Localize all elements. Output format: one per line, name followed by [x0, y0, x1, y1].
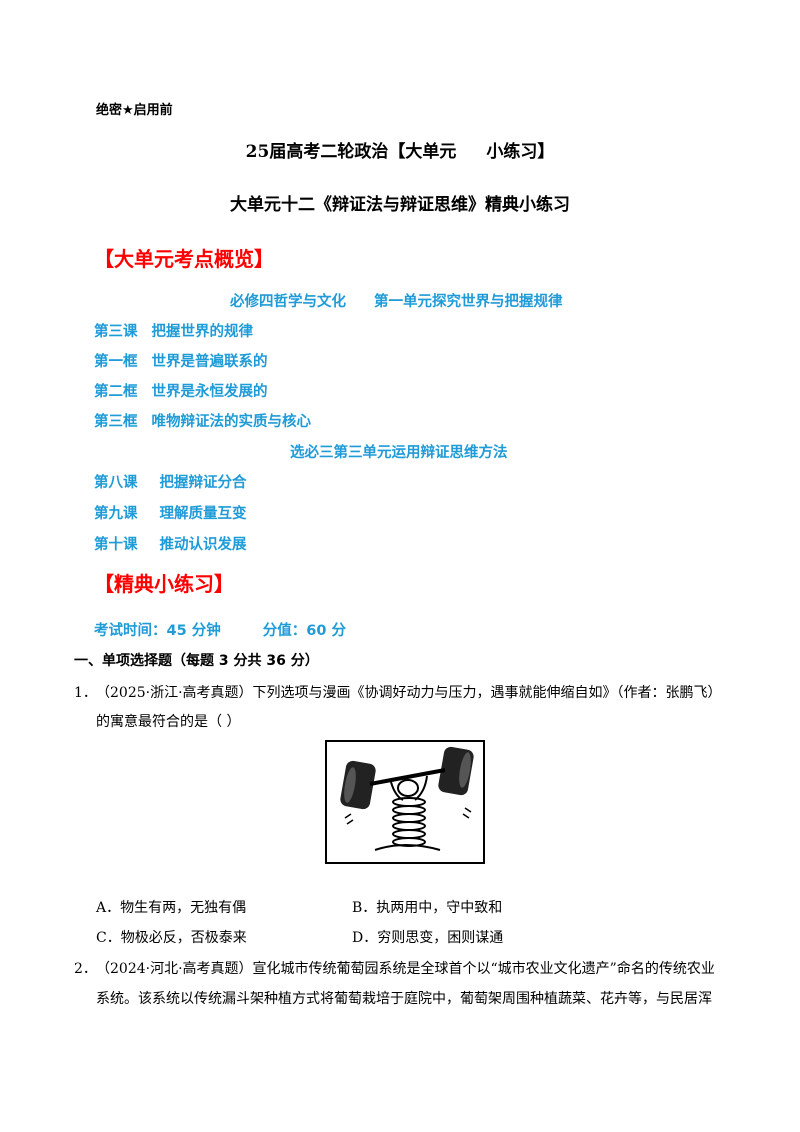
lesson-10: 第十课 推动认识发展	[94, 533, 247, 554]
lesson-3: 第三课把握世界的规律	[94, 320, 253, 341]
lesson-number: 第三课	[94, 324, 138, 340]
lesson-number: 第九课	[94, 506, 138, 522]
lesson-name: 把握辩证分合	[159, 475, 247, 491]
lesson-number: 第八课	[94, 475, 138, 491]
document-title: 25届高考二轮政治【大单元 小练习】	[0, 137, 800, 162]
exam-info: 考试时间：45 分钟 分值：60 分	[94, 619, 346, 640]
lesson-number: 第十课	[94, 537, 138, 553]
lesson-name: 理解质量互变	[159, 506, 247, 522]
module2-heading: 选必三第三单元运用辩证思维方法	[290, 445, 508, 461]
frame-number: 第三框	[94, 414, 138, 430]
secret-label: 绝密★启用前	[96, 103, 173, 118]
module1-unit: 第一单元探究世界与把握规律	[374, 294, 563, 310]
lesson-name: 把握世界的规律	[151, 324, 254, 340]
exam-time: 考试时间：45 分钟	[94, 623, 221, 639]
question-1-line2: 的寓意最符合的是（ ）	[96, 714, 241, 730]
document-subtitle: 大单元十二《辩证法与辩证思维》精典小练习	[230, 195, 570, 215]
question-2-number: 2．	[74, 961, 97, 977]
question-1-number: 1．	[74, 685, 97, 701]
lesson-9: 第九课 理解质量互变	[94, 502, 247, 523]
option-a: A．物生有两，无独有偶	[96, 900, 247, 916]
module1-heading: 必修四哲学与文化 第一单元探究世界与把握规律	[230, 290, 563, 311]
practice-heading: 【精典小练习】	[94, 572, 234, 596]
option-d: D．穷则思变，困则谋通	[352, 930, 504, 946]
question-1-line1: （2025·浙江·高考真题）下列选项与漫画《协调好动力与压力，遇事就能伸缩自如》…	[96, 685, 722, 701]
frame-3: 第三框唯物辩证法的实质与核心	[94, 410, 311, 431]
frame-name: 世界是永恒发展的	[151, 384, 268, 400]
frame-number: 第二框	[94, 384, 138, 400]
option-b: B．执两用中，守中致和	[352, 900, 503, 916]
overview-heading: 【大单元考点概览】	[94, 247, 274, 271]
question-2-line1: （2024·河北·高考真题）宣化城市传统葡萄园系统是全球首个以“城市农业文化遗产…	[96, 961, 715, 977]
frame-1: 第一框世界是普遍联系的	[94, 350, 268, 371]
frame-number: 第一框	[94, 354, 138, 370]
frame-2: 第二框世界是永恒发展的	[94, 380, 268, 401]
exam-score: 分值：60 分	[262, 623, 346, 639]
question-2-line2: 系统。该系统以传统漏斗架种植方式将葡萄栽培于庭院中，葡萄架周围种植蔬菜、花卉等，…	[96, 991, 712, 1007]
spring-barbell-cartoon	[325, 740, 485, 864]
option-c: C．物极必反，否极泰来	[96, 930, 247, 946]
title-part-1: 25届高考二轮政治【大单元	[245, 142, 457, 162]
lesson-name: 推动认识发展	[159, 537, 247, 553]
frame-name: 世界是普遍联系的	[151, 354, 268, 370]
module1-book: 必修四哲学与文化	[230, 294, 346, 310]
title-part-2: 小练习】	[486, 142, 555, 162]
frame-name: 唯物辩证法的实质与核心	[151, 414, 312, 430]
lesson-8: 第八课 把握辩证分合	[94, 471, 247, 492]
section-title: 一、单项选择题（每题 3 分共 36 分）	[74, 653, 319, 669]
